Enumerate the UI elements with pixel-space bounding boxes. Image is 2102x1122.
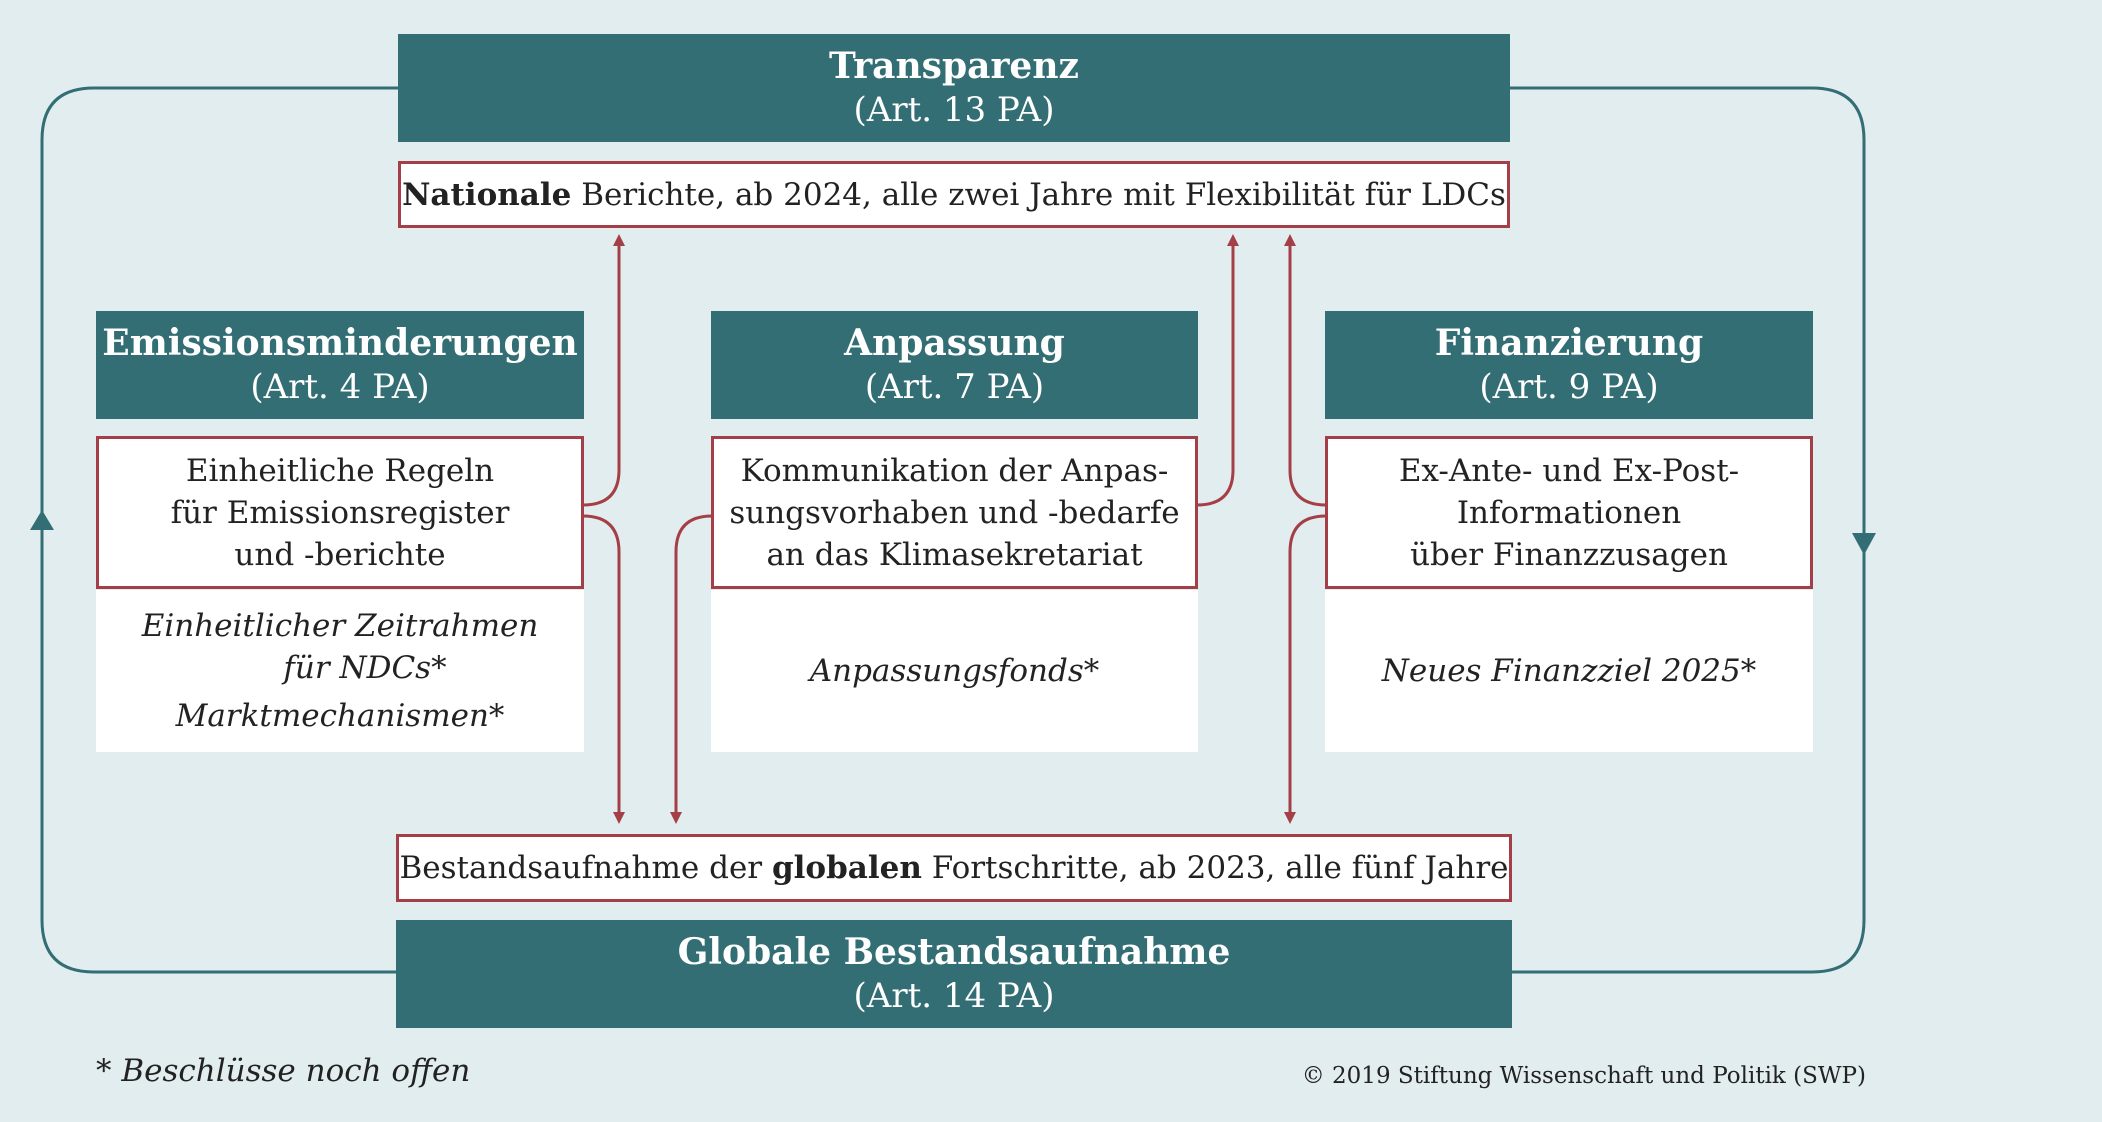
cycle-loop-right bbox=[1510, 86, 1866, 974]
national-reports-bold: Nationale bbox=[402, 176, 572, 213]
emissions-header: Emissionsminderungen (Art. 4 PA) bbox=[96, 311, 584, 419]
emissions-rules-line: Einheitliche Regeln bbox=[185, 452, 495, 489]
arrow-adaptation-to-stocktake bbox=[670, 514, 713, 824]
adaptation-communication-line: sungsvorhaben und -bedarfe bbox=[729, 494, 1180, 531]
emissions-note: Einheitlicher Zeitrahmen bbox=[141, 608, 539, 644]
finance-information-line: Ex-Ante- und Ex-Post- bbox=[1398, 452, 1740, 489]
finance-information-line: über Finanzzusagen bbox=[1410, 536, 1728, 573]
transparency-header: Transparenz (Art. 13 PA) bbox=[398, 34, 1510, 142]
finance-note: Neues Finanzziel 2025* bbox=[1381, 653, 1757, 689]
emissions-note: für NDCs* bbox=[283, 650, 447, 686]
emissions-notes: Einheitlicher Zeitrahmen für NDCs* Markt… bbox=[96, 590, 584, 752]
global-progress-box: Bestandsaufnahme der globalen Fortschrit… bbox=[396, 834, 1512, 902]
emissions-note: Marktmechanismen* bbox=[175, 698, 505, 734]
finance-article: (Art. 9 PA) bbox=[1479, 367, 1659, 407]
finance-notes: Neues Finanzziel 2025* bbox=[1325, 590, 1813, 752]
adaptation-notes: Anpassungsfonds* bbox=[711, 590, 1198, 752]
arrow-emissions-to-stocktake bbox=[582, 514, 625, 824]
transparency-title: Transparenz bbox=[829, 45, 1079, 87]
emissions-rules-line: und -berichte bbox=[234, 536, 446, 573]
emissions-rules-line: für Emissionsregister bbox=[170, 494, 510, 531]
cycle-arrow-up-icon bbox=[30, 510, 54, 530]
arrow-finance-to-transparency bbox=[1284, 234, 1327, 507]
arrow-emissions-to-transparency bbox=[582, 234, 625, 507]
transparency-article: (Art. 13 PA) bbox=[853, 90, 1055, 130]
finance-information-box: Ex-Ante- und Ex-Post- Informationen über… bbox=[1325, 436, 1813, 589]
adaptation-communication-line: Kommunikation der Anpas- bbox=[740, 452, 1169, 489]
finance-title: Finanzierung bbox=[1434, 322, 1704, 364]
stocktake-title: Globale Bestandsaufnahme bbox=[677, 931, 1231, 973]
copyright: © 2019 Stiftung Wissenschaft und Politik… bbox=[1301, 1063, 1866, 1089]
adaptation-communication-box: Kommunikation der Anpas- sungsvorhaben u… bbox=[711, 436, 1198, 589]
stocktake-article: (Art. 14 PA) bbox=[853, 976, 1055, 1016]
adaptation-title: Anpassung bbox=[844, 322, 1065, 364]
cycle-arrow-down-icon bbox=[1852, 533, 1876, 555]
adaptation-communication-line: an das Klimasekretariat bbox=[766, 536, 1143, 573]
global-progress-bold: globalen bbox=[771, 850, 922, 886]
finance-information-line: Informationen bbox=[1456, 494, 1682, 531]
emissions-rules-box: Einheitliche Regeln für Emissionsregiste… bbox=[96, 436, 584, 589]
emissions-article: (Art. 4 PA) bbox=[250, 367, 430, 407]
stocktake-header: Globale Bestandsaufnahme (Art. 14 PA) bbox=[396, 920, 1512, 1028]
national-reports-text: Berichte, ab 2024, alle zwei Jahre mit F… bbox=[571, 176, 1506, 213]
emissions-title: Emissionsminderungen bbox=[102, 322, 578, 364]
adaptation-note: Anpassungsfonds* bbox=[809, 653, 1100, 689]
global-progress-text-post: Fortschritte, ab 2023, alle fünf Jahre bbox=[921, 850, 1509, 886]
arrow-finance-to-stocktake bbox=[1284, 514, 1327, 824]
national-reports-box: Nationale Berichte, ab 2024, alle zwei J… bbox=[398, 161, 1510, 228]
adaptation-header: Anpassung (Art. 7 PA) bbox=[711, 311, 1198, 419]
global-progress-text-pre: Bestandsaufnahme der bbox=[399, 850, 772, 886]
footnote: * Beschlüsse noch offen bbox=[96, 1053, 471, 1089]
finance-header: Finanzierung (Art. 9 PA) bbox=[1325, 311, 1813, 419]
arrow-adaptation-to-transparency bbox=[1196, 234, 1239, 507]
adaptation-article: (Art. 7 PA) bbox=[864, 367, 1045, 407]
